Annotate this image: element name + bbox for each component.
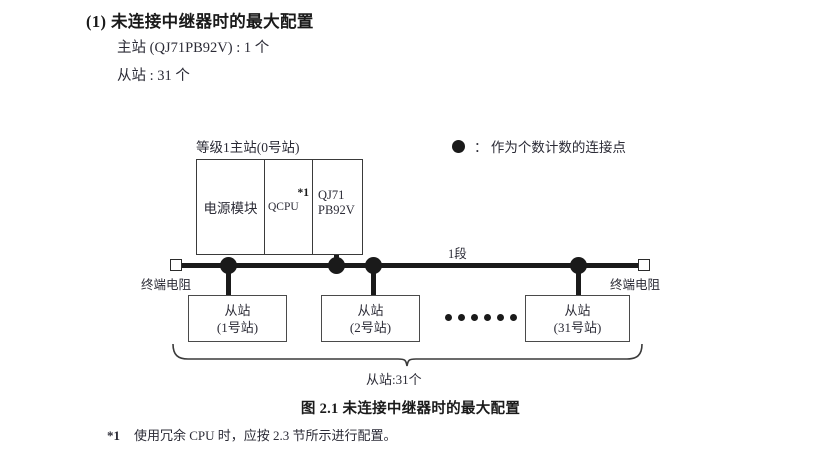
master-station-title: 等级1主站(0号站) [196,140,300,155]
terminating-resistor-right-label: 终端电阻 [610,278,661,292]
connection-point-dot [220,257,237,274]
slave-station-name: 从站 [564,302,591,318]
segment-label: 1段 [448,247,467,261]
slave-station-box: 从站 (2号站) [321,295,420,342]
footnote: *1 使用冗余 CPU 时，应按 2.3 节所示进行配置。 [107,425,397,444]
terminating-resistor-left-label: 终端电阻 [141,278,192,292]
slave-station-number: (31号站) [553,319,602,335]
slave-station-box: 从站 (1号站) [188,295,287,342]
slave-station-number: (1号站) [216,319,259,335]
slave-station-name: 从站 [357,302,384,318]
connection-point-dot [570,257,587,274]
heading-master-count: 主站 (QJ71PB92V) : 1 个 [117,40,270,56]
section-heading: (1) 未连接中继器时的最大配置 [86,12,314,31]
qcpu-module: *1 QCPU [265,160,313,254]
filled-circle-icon [452,139,465,153]
qcpu-label: QCPU [268,201,299,213]
slave-drop-line [371,266,376,296]
slave-drop-line [576,266,581,296]
terminating-resistor-right-icon [638,259,650,271]
terminating-resistor-left-icon [170,259,182,271]
ellipsis-icon [445,314,517,321]
figure-caption: 图 2.1 未连接中继器时的最大配置 [300,401,521,417]
power-supply-label: 电源模块 [203,201,258,216]
slave-station-number: (2号站) [349,319,392,335]
slave-count-label: 从站:31个 [366,372,422,387]
qj71pb92v-label-line1: QJ71 [318,188,345,202]
connection-point-dot [365,257,382,274]
slave-station-box: 从站 (31号站) [525,295,630,342]
footnote-text: 使用冗余 CPU 时，应按 2.3 节所示进行配置。 [134,428,397,443]
qcpu-footnote-marker: *1 [297,187,310,199]
legend: ： 作为个数计数的连接点 [452,136,626,156]
slave-count-brace-icon [172,343,643,367]
connection-point-dot [328,257,345,274]
heading-slave-count: 从站 : 31 个 [117,68,190,84]
network-bus-line [178,263,640,268]
power-supply-module: 电源模块 [197,160,265,254]
legend-label: ： 作为个数计数的连接点 [474,140,626,155]
qj71pb92v-label-line2: PB92V [318,203,355,217]
footnote-marker: *1 [107,428,120,443]
slave-drop-line [226,266,231,296]
slave-station-name: 从站 [224,302,251,318]
